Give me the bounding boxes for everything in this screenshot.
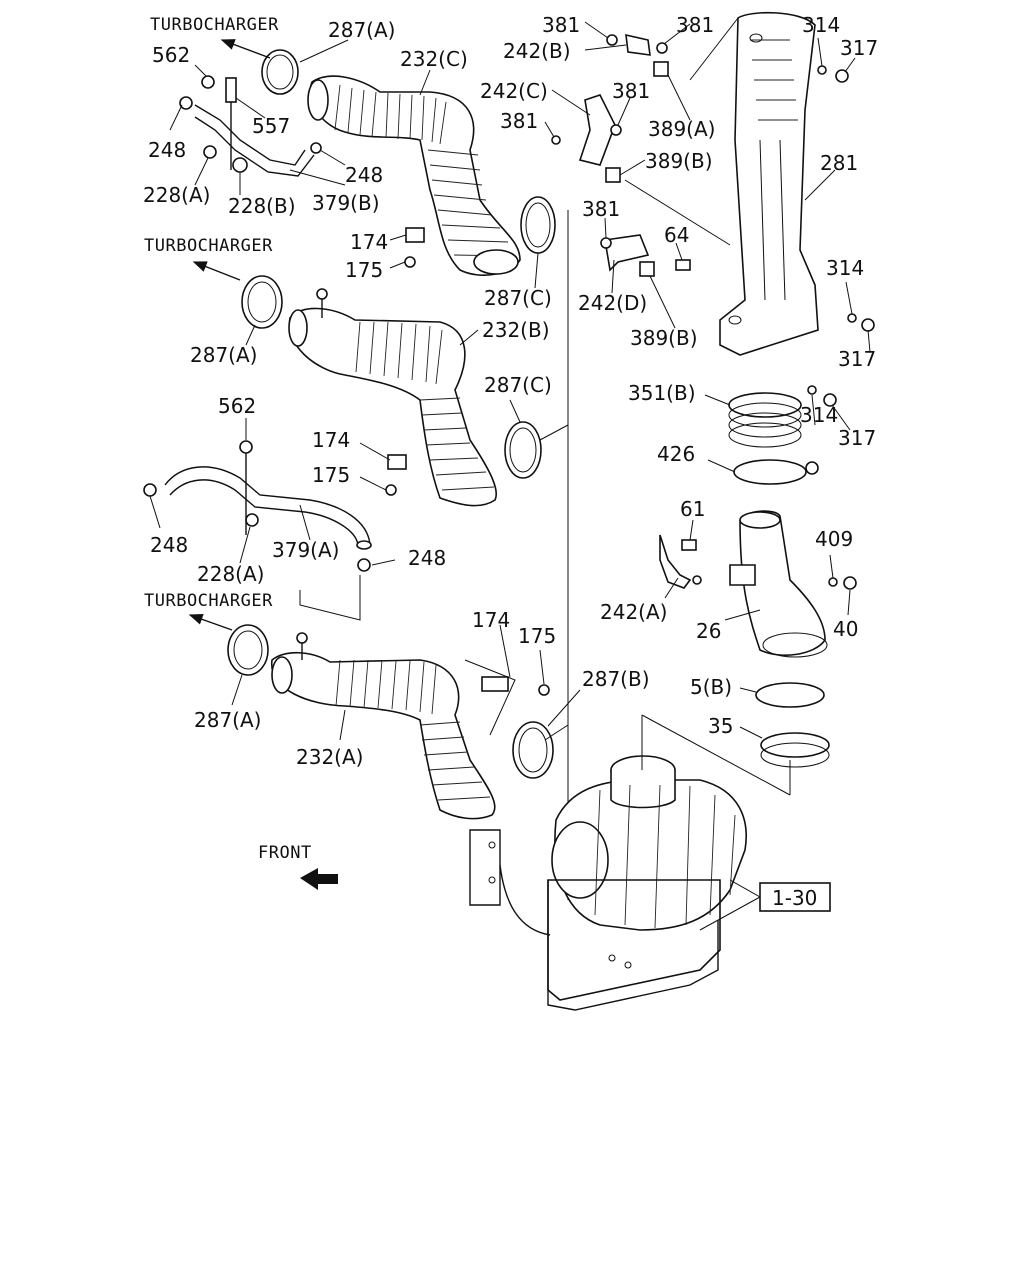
label-242b: 242(B) [503, 39, 571, 63]
label-228a-1: 228(A) [143, 183, 210, 207]
label-61: 61 [680, 497, 705, 521]
label-381-4: 381 [500, 109, 538, 133]
inlet-281 [719, 11, 819, 356]
label-317-1: 317 [840, 36, 878, 60]
label-232a: 232(A) [296, 745, 363, 769]
ring-35 [760, 732, 830, 758]
label-248-4: 248 [408, 546, 446, 570]
label-turbocharger-mid: TURBOCHARGER [144, 236, 273, 256]
label-ref-1-30: 1-30 [772, 886, 817, 910]
hose-379a [164, 466, 371, 546]
elbow-26 [729, 510, 828, 658]
bracket-242b [625, 33, 651, 56]
label-287a-1: 287(A) [328, 18, 395, 42]
label-389b-1: 389(B) [645, 149, 713, 173]
label-562-1: 562 [152, 43, 190, 67]
label-287c-2: 287(C) [484, 373, 552, 397]
label-379a: 379(A) [272, 538, 339, 562]
arrow-to-turbo-low [188, 613, 233, 631]
label-557: 557 [252, 114, 290, 138]
label-248-2: 248 [345, 163, 383, 187]
label-314-1: 314 [802, 13, 840, 37]
label-174-3: 174 [472, 608, 510, 632]
label-314-3: 314 [800, 403, 838, 427]
label-232c: 232(C) [400, 47, 468, 71]
sensor-174-mid [387, 454, 407, 470]
label-5b: 5(B) [690, 675, 732, 699]
label-35: 35 [708, 714, 733, 738]
bolt-557 [225, 77, 237, 103]
sensor-174-top [405, 227, 425, 243]
air-cleaner [469, 755, 747, 1011]
label-317-2: 317 [838, 347, 876, 371]
label-562-2: 562 [218, 394, 256, 418]
clamp-287b [512, 721, 554, 779]
clamp-287c-mid [504, 421, 542, 479]
label-409: 409 [815, 527, 853, 551]
label-248-1: 248 [148, 138, 186, 162]
label-174-1: 174 [350, 230, 388, 254]
label-287a-2: 287(A) [190, 343, 257, 367]
label-314-2: 314 [826, 256, 864, 280]
label-381-5: 381 [582, 197, 620, 221]
clamp-5b [755, 682, 825, 708]
bellows-351b [728, 392, 802, 448]
duct-232b [288, 288, 497, 507]
ref-box [759, 882, 831, 912]
label-turbocharger-top: TURBOCHARGER [150, 15, 279, 35]
label-232b: 232(B) [482, 318, 550, 342]
callout-labels: TURBOCHARGER TURBOCHARGER TURBOCHARGER F… [143, 13, 878, 910]
bracket-242c [578, 94, 616, 166]
sensor-174-low [481, 676, 509, 692]
clamp-287a-mid [241, 275, 283, 329]
label-379b: 379(B) [312, 191, 380, 215]
leader-lines [149, 21, 871, 931]
label-281: 281 [820, 151, 858, 175]
label-242a: 242(A) [600, 600, 667, 624]
label-248-3: 248 [150, 533, 188, 557]
label-64: 64 [664, 223, 689, 247]
label-175-1: 175 [345, 258, 383, 282]
duct-232a [271, 632, 496, 820]
label-40: 40 [833, 617, 858, 641]
label-228a-2: 228(A) [197, 562, 264, 586]
label-174-2: 174 [312, 428, 350, 452]
bracket-242d [604, 234, 650, 272]
clamp-287a-top [261, 49, 299, 95]
nut-562-mid [239, 440, 253, 454]
label-175-2: 175 [312, 463, 350, 487]
arrow-to-turbo-mid [192, 261, 241, 281]
label-242c: 242(C) [480, 79, 548, 103]
label-381-1: 381 [542, 13, 580, 37]
label-turbocharger-low: TURBOCHARGER [144, 591, 273, 611]
clamp-426 [733, 459, 807, 485]
label-426: 426 [657, 442, 695, 466]
label-389a: 389(A) [648, 117, 715, 141]
front-arrow-icon [300, 868, 338, 890]
label-381-3: 381 [612, 79, 650, 103]
label-287b: 287(B) [582, 667, 650, 691]
label-317-3: 317 [838, 426, 876, 450]
label-front: FRONT [258, 843, 312, 863]
label-175-3: 175 [518, 624, 556, 648]
label-381-2: 381 [676, 13, 714, 37]
label-287a-3: 287(A) [194, 708, 261, 732]
label-287c-1: 287(C) [484, 286, 552, 310]
nut-562-top [201, 75, 215, 89]
hose-379b [194, 104, 306, 166]
label-242d: 242(D) [578, 291, 647, 315]
label-389b-2: 389(B) [630, 326, 698, 350]
label-26: 26 [696, 619, 721, 643]
arrow-to-turbo-top [220, 39, 271, 59]
duct-232c [307, 75, 521, 276]
bracket-242a [659, 534, 692, 589]
label-351b: 351(B) [628, 381, 696, 405]
label-228b: 228(B) [228, 194, 296, 218]
